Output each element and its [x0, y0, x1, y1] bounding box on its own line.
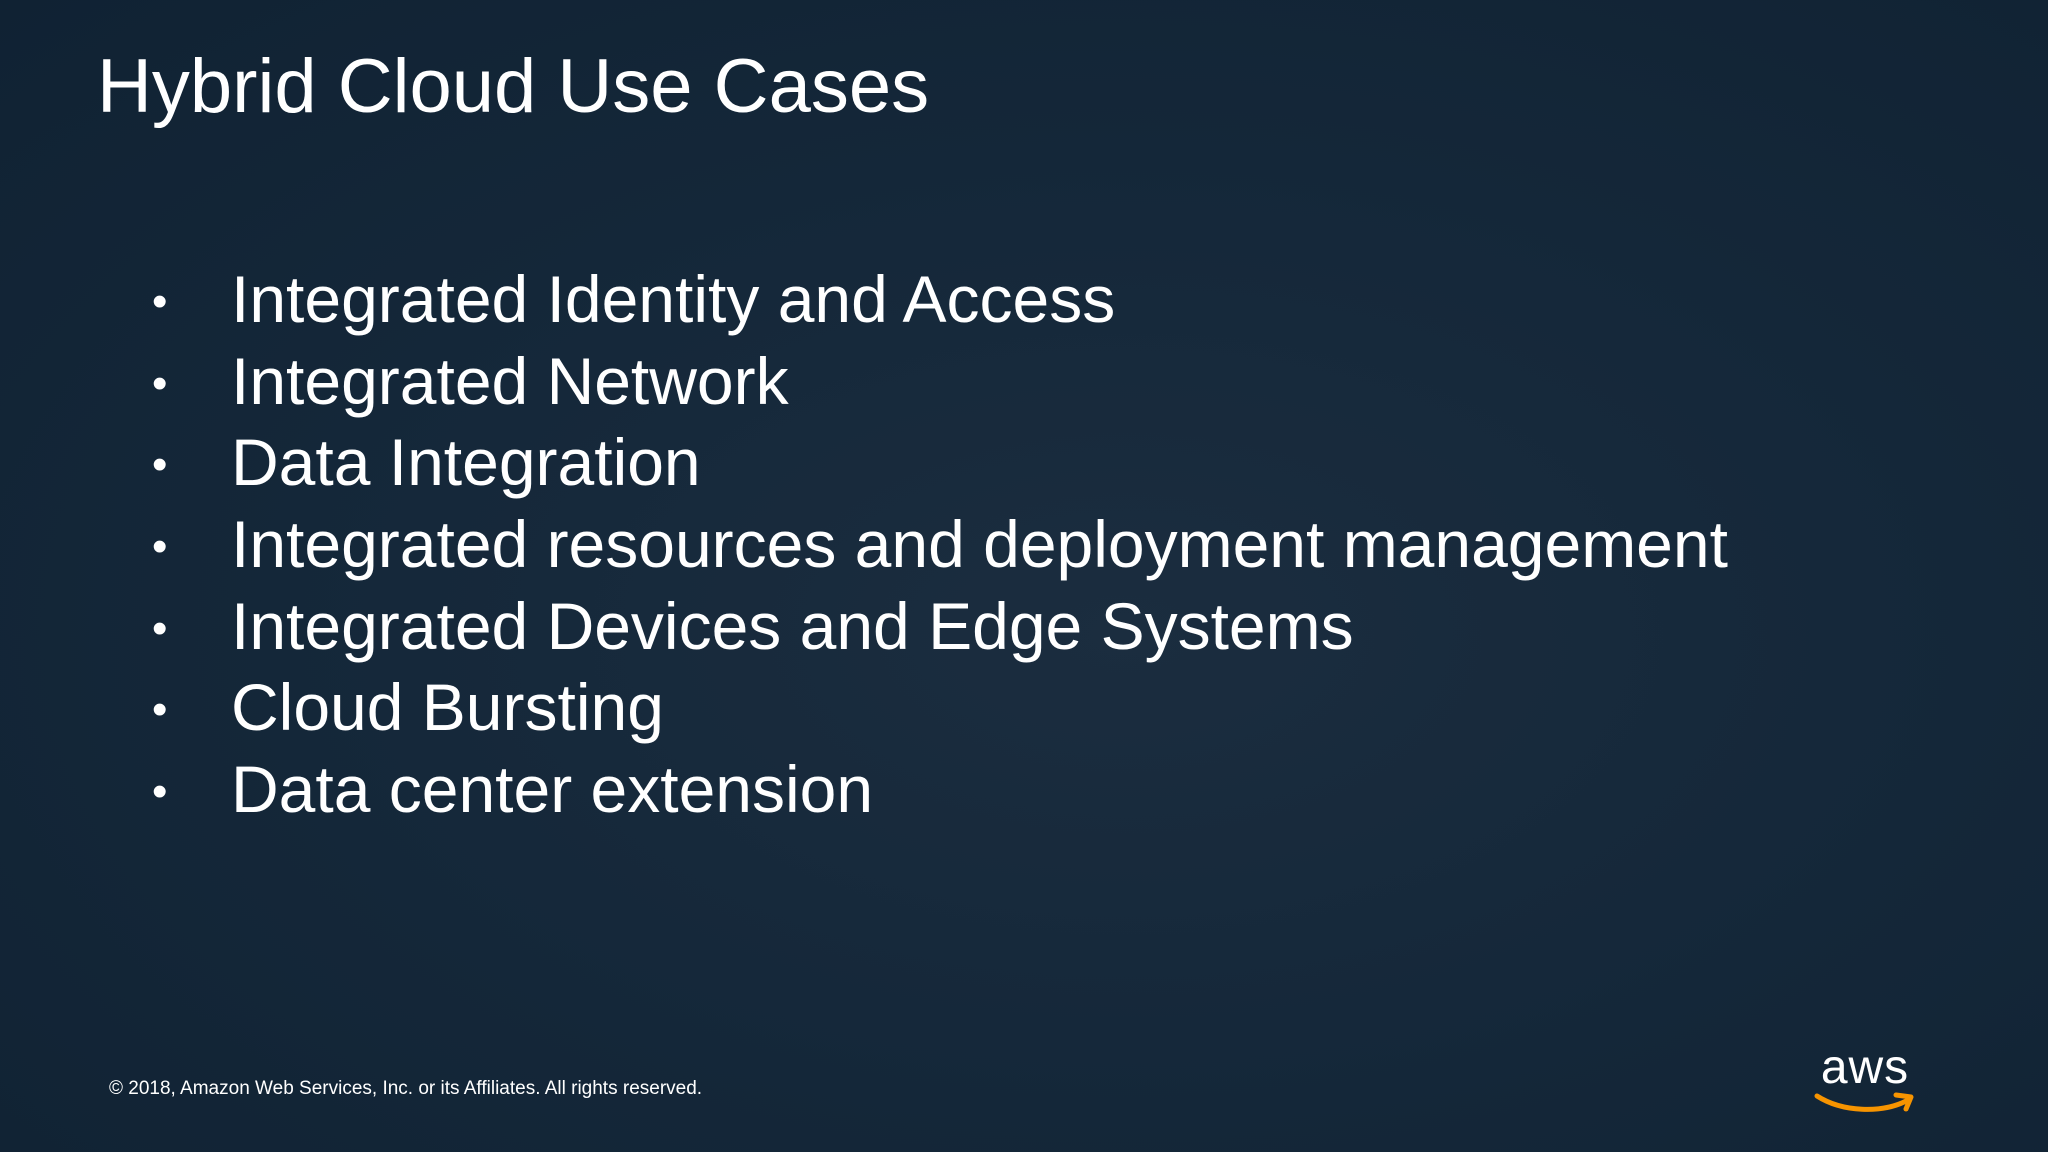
copyright-notice: © 2018, Amazon Web Services, Inc. or its…	[109, 1078, 703, 1099]
bullet-text: Integrated resources and deployment mana…	[231, 507, 1728, 582]
bullet-icon: •	[152, 522, 168, 572]
slide-title: Hybrid Cloud Use Cases	[97, 44, 930, 129]
bullet-text: Integrated Devices and Edge Systems	[231, 588, 1354, 663]
aws-logo-wordmark: aws	[1820, 1041, 1910, 1094]
bullet-text: Data Integration	[231, 425, 701, 500]
bullet-icon: •	[152, 440, 168, 490]
aws-logo: aws	[1812, 1044, 1918, 1116]
bullet-item-network: • Integrated Network	[152, 341, 1728, 423]
bullet-item-data-integration: • Data Integration	[152, 422, 1728, 504]
bullet-item-devices-edge: • Integrated Devices and Edge Systems	[152, 586, 1728, 668]
bullet-item-cloud-bursting: • Cloud Bursting	[152, 667, 1728, 749]
bullet-icon: •	[152, 277, 168, 326]
bullet-text: Data center extension	[231, 752, 874, 827]
bullet-text: Cloud Bursting	[231, 670, 664, 745]
bullet-icon: •	[152, 358, 168, 408]
bullet-item-resources-deployment: • Integrated resources and deployment ma…	[152, 504, 1728, 586]
bullet-icon: •	[152, 603, 168, 653]
aws-smile-arrow-icon	[1814, 1092, 1914, 1112]
bullet-text: Integrated Network	[231, 343, 789, 418]
bullet-item-data-center-extension: • Data center extension	[152, 749, 1728, 831]
bullet-icon: •	[152, 767, 168, 817]
bullet-item-identity-access: • Integrated Identity and Access	[152, 259, 1728, 341]
bullet-icon: •	[152, 685, 168, 735]
bullet-list: • Integrated Identity and Access • Integ…	[152, 259, 1728, 831]
bullet-text: Integrated Identity and Access	[231, 262, 1116, 336]
